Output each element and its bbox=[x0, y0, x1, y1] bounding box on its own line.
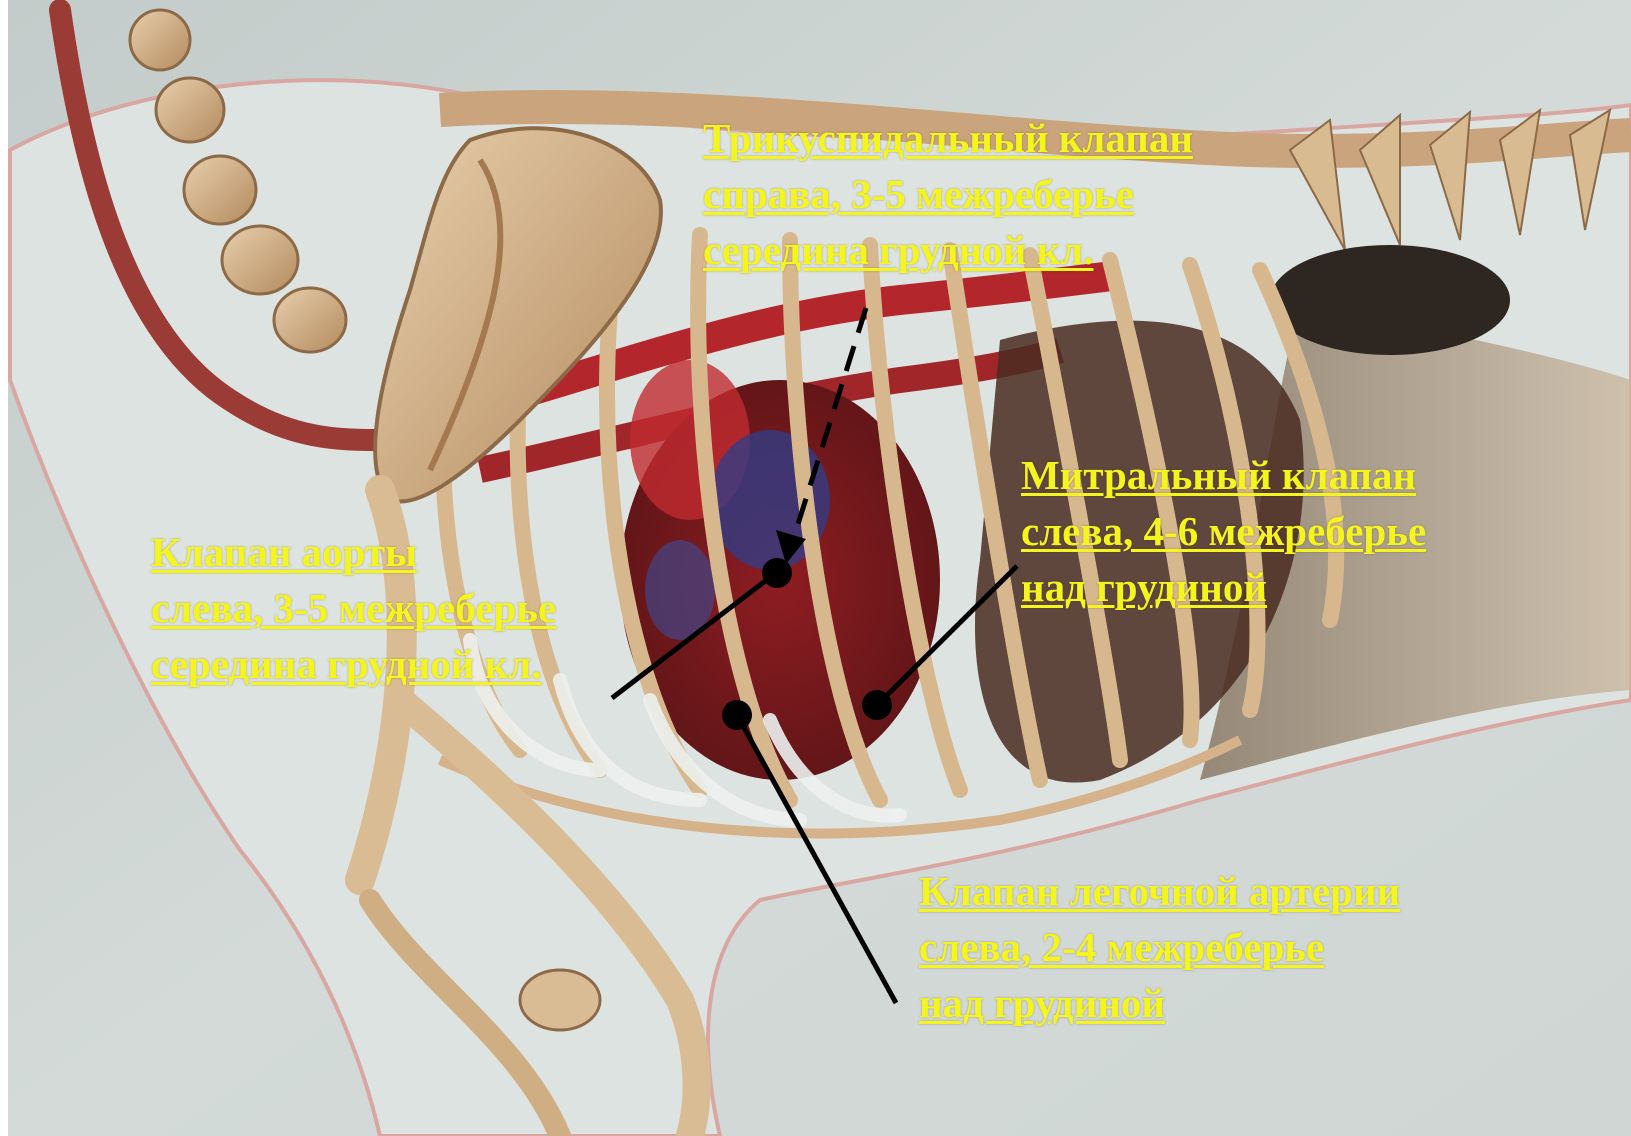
elbow bbox=[520, 970, 600, 1030]
tricuspid-line-1: Трикуспидальный клапан bbox=[703, 110, 1193, 166]
tricuspid-line-3: середина грудной кл. bbox=[703, 222, 1193, 278]
mitral-line-3: над грудиной bbox=[1021, 559, 1426, 615]
pulmonary-valve-dot bbox=[722, 700, 752, 730]
aortic-line-2: слева, 3-5 межреберье bbox=[151, 580, 556, 636]
tricuspid-valve-label: Трикуспидальный клапан справа, 3-5 межре… bbox=[703, 110, 1193, 278]
mitral-line-2: слева, 4-6 межреберье bbox=[1021, 503, 1426, 559]
aortic-line-1: Клапан аорты bbox=[151, 524, 556, 580]
mitral-valve-label: Митральный клапан слева, 4-6 межреберье … bbox=[1021, 447, 1426, 615]
aortic-line-3: середина грудной кл. bbox=[151, 636, 556, 692]
pulmonary-line-3: над грудиной bbox=[919, 975, 1400, 1031]
tricuspid-line-2: справа, 3-5 межреберье bbox=[703, 166, 1193, 222]
aortic-valve-label: Клапан аорты слева, 3-5 межреберье серед… bbox=[151, 524, 556, 692]
mitral-line-1: Митральный клапан bbox=[1021, 447, 1426, 503]
mitral-valve-dot bbox=[862, 690, 892, 720]
pulmonary-valve-label: Клапан легочной артерии слева, 2-4 межре… bbox=[919, 863, 1400, 1031]
pulmonary-line-2: слева, 2-4 межреберье bbox=[919, 919, 1400, 975]
kidney bbox=[1270, 245, 1510, 355]
aortic-valve-dot bbox=[762, 558, 792, 588]
pulmonary-line-1: Клапан легочной артерии bbox=[919, 863, 1400, 919]
